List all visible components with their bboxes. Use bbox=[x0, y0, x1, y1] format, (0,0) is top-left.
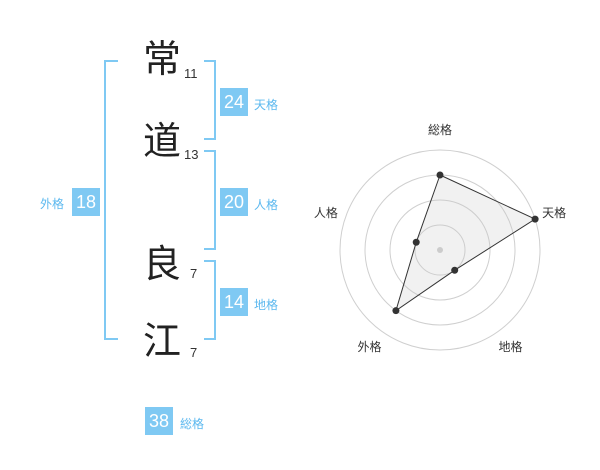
tenkaku-label: 天格 bbox=[254, 98, 279, 112]
jinkaku-bracket bbox=[204, 150, 216, 250]
jinkaku-label: 人格 bbox=[254, 198, 279, 212]
radar-point-1 bbox=[436, 171, 444, 179]
radar-axis-label-1: 総格 bbox=[428, 122, 452, 137]
radar-axis-label-4: 外格 bbox=[357, 339, 381, 354]
radar-grid-ring bbox=[339, 149, 541, 351]
radar-grid-ring bbox=[414, 224, 466, 276]
radar-axis-label-3: 地格 bbox=[499, 339, 523, 354]
chikaku-label: 地格 bbox=[254, 298, 279, 312]
name-char-4: 江 bbox=[143, 319, 182, 363]
name-char-1: 常 bbox=[143, 37, 182, 81]
soukaku-label: 総格 bbox=[180, 417, 205, 431]
gaikaku-label: 外格 bbox=[40, 197, 65, 211]
chikaku-bracket bbox=[204, 260, 216, 340]
gaikaku-score: 18 bbox=[72, 188, 100, 216]
chikaku-score: 14 bbox=[220, 288, 248, 316]
jinkaku-score: 20 bbox=[220, 188, 248, 216]
gaikaku-bracket bbox=[104, 60, 118, 340]
radar-point-3 bbox=[451, 266, 459, 274]
stroke-count-2: 13 bbox=[184, 147, 199, 162]
radar-center-dot bbox=[437, 247, 443, 253]
name-char-3: 良 bbox=[143, 242, 182, 286]
radar-axis-label-5: 人格 bbox=[314, 205, 338, 220]
tenkaku-bracket bbox=[204, 60, 216, 140]
radar-series-polygon bbox=[395, 174, 537, 312]
radar-point-4 bbox=[392, 307, 400, 315]
radar-grid-ring bbox=[389, 199, 491, 301]
tenkaku-score: 24 bbox=[220, 88, 248, 116]
name-char-2: 道 bbox=[143, 119, 182, 163]
radar-point-5 bbox=[412, 238, 420, 246]
radar-point-2 bbox=[531, 215, 539, 223]
stroke-count-1: 11 bbox=[184, 66, 198, 81]
stroke-count-4: 7 bbox=[190, 345, 198, 360]
stroke-count-3: 7 bbox=[190, 266, 198, 281]
soukaku-score: 38 bbox=[145, 407, 173, 435]
radar-axis-label-2: 天格 bbox=[542, 205, 566, 220]
